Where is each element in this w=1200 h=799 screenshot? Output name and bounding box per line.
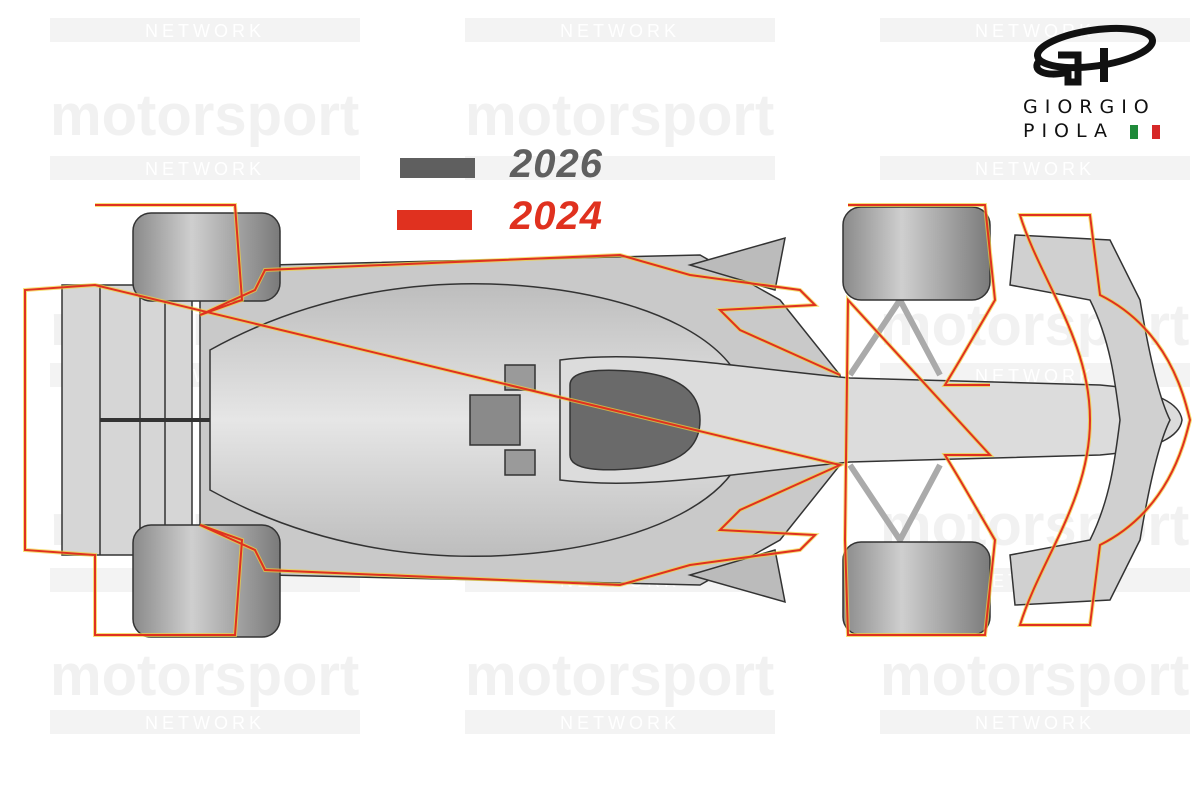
legend-label-2024: 2024 (510, 194, 603, 238)
watermark-brand: motorsport (465, 83, 774, 148)
watermark-bar (880, 156, 1190, 180)
watermark-bar (465, 710, 775, 734)
watermark-sub: NETWORK (560, 713, 680, 733)
car-2026 (61, 206, 1183, 638)
cockpit (569, 369, 701, 471)
watermark-sub: NETWORK (975, 159, 1095, 179)
airbox-part (504, 449, 536, 476)
logo-line2: PIOLA (1023, 120, 1115, 142)
watermark-bar (50, 710, 360, 734)
bargeboard-fin (687, 236, 786, 291)
watermark-bar (465, 156, 775, 180)
watermark-brand: motorsport (465, 643, 774, 708)
watermark-bar (465, 18, 775, 42)
watermark-bar (880, 710, 1190, 734)
watermark-sub: NETWORK (975, 713, 1095, 733)
watermark-sub: NETWORK (560, 21, 680, 41)
watermark-sub: NETWORK (145, 713, 265, 733)
watermark-sub: NETWORK (975, 366, 1095, 386)
chassis-nose (559, 355, 1183, 485)
legend-swatch-2026 (400, 158, 475, 178)
watermark-brand: motorsport (880, 643, 1189, 708)
watermark-sub: NETWORK (145, 159, 265, 179)
watermark-brand: motorsport (50, 643, 359, 708)
rear-tyre-left (132, 212, 281, 302)
italian-flag-icon (1130, 125, 1160, 139)
logo-line1: GIORGIO (1023, 96, 1156, 118)
front-wing (1009, 234, 1171, 606)
legend-swatch-2024 (397, 210, 472, 230)
watermark-brand: motorsport (50, 83, 359, 148)
bargeboard-fin (687, 549, 786, 604)
watermark-sub: NETWORK (145, 21, 265, 41)
legend-label-2026: 2026 (510, 142, 603, 186)
watermark-bar (50, 156, 360, 180)
engine-intake (469, 394, 521, 446)
watermark-bar (50, 18, 360, 42)
